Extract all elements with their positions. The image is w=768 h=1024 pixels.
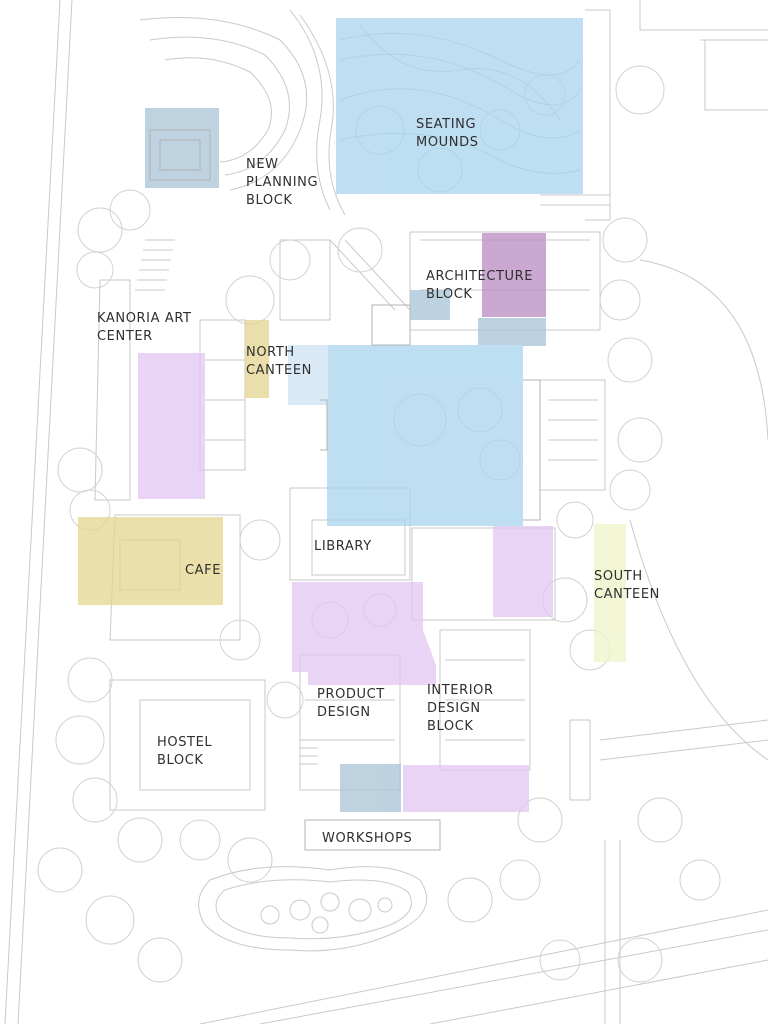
zone-workshop-west[interactable] xyxy=(340,764,401,812)
zone-central-court[interactable] xyxy=(327,345,523,526)
zone-architecture-link-b xyxy=(478,318,546,346)
zone-architecture-link-a xyxy=(410,290,450,320)
zone-architecture-block[interactable] xyxy=(482,233,546,317)
zone-product-design[interactable] xyxy=(292,582,436,685)
zone-library-east[interactable] xyxy=(493,526,553,617)
label-cafe: CAFE xyxy=(185,563,222,578)
zone-north-canteen[interactable] xyxy=(245,320,269,398)
zone-kanoria-art-center[interactable] xyxy=(138,353,205,499)
foreground-linework xyxy=(149,129,541,851)
zone-seating-mounds[interactable] xyxy=(336,18,583,194)
zone-south-canteen[interactable] xyxy=(594,524,626,662)
zone-central-link xyxy=(288,345,328,405)
label-library: LIBRARY xyxy=(314,539,372,554)
label-workshops: WORKSHOPS xyxy=(322,831,413,846)
zone-workshop-east[interactable] xyxy=(403,765,529,812)
zone-new-planning-block[interactable] xyxy=(145,108,219,188)
zone-cafe[interactable] xyxy=(78,517,223,605)
zones xyxy=(78,18,626,812)
